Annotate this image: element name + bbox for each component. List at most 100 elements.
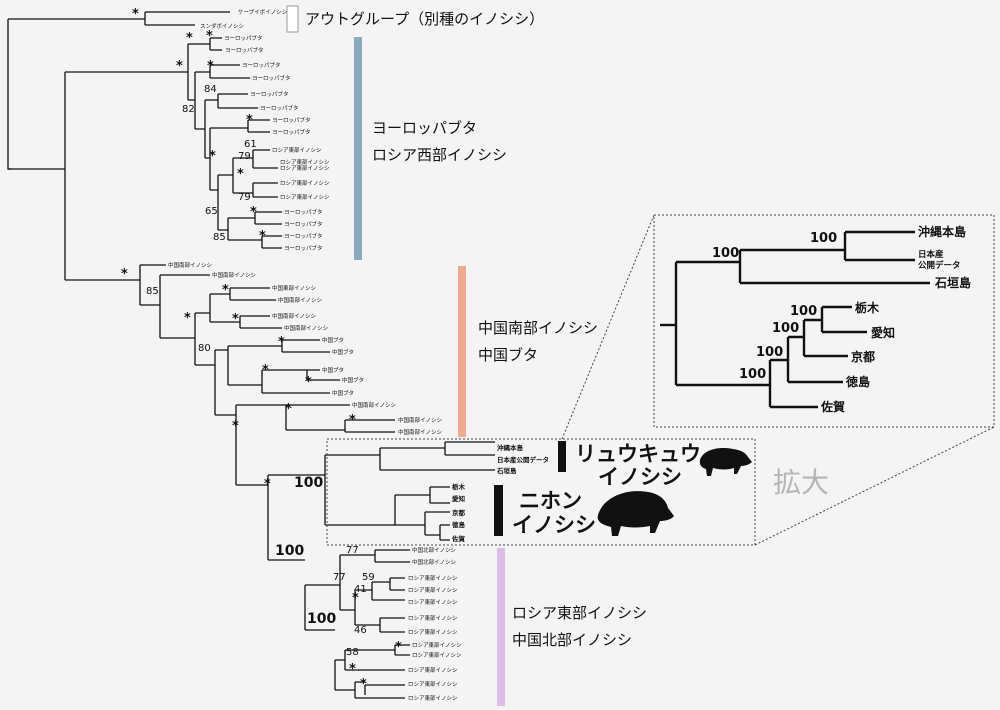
tip-label-china_south: 中国東部イノシシ — [272, 284, 316, 292]
tip-label-japan: 栃木 — [452, 482, 466, 491]
group-bar-ryukyu — [558, 441, 566, 472]
group-label-china-south: 中国ブタ — [478, 346, 538, 364]
tip-label-japan: 京都 — [452, 508, 466, 517]
support-star: * — [132, 7, 139, 22]
support-star: * — [209, 149, 216, 164]
tip-label-japan: 佐賀 — [451, 534, 466, 543]
zoom-tip-ishigaki: 石垣島 — [934, 275, 971, 290]
tip-label-europe: ヨーロッパブタ — [272, 116, 311, 124]
support-value: 84 — [204, 84, 217, 95]
zoom-support-value: 100 — [756, 345, 783, 360]
tip-label-europe: ヨーロッパブタ — [284, 208, 323, 216]
support-star: * — [237, 167, 244, 182]
support-stars: ************************* — [121, 7, 402, 692]
tip-label-europe: ヨーロッパブタ — [225, 46, 264, 54]
support-star: * — [349, 662, 356, 677]
group-bar-europe — [354, 37, 362, 260]
tip-label-europe: ヨーロッパブタ — [284, 244, 323, 252]
tip-label-china_south: 中国ブタ — [322, 336, 344, 344]
tip-label-russia_east: ロシア東部イノシシ — [412, 641, 462, 649]
zoom-support-value: 100 — [790, 304, 817, 319]
support-value: 85 — [146, 286, 159, 297]
support-star: * — [395, 640, 402, 655]
tip-label-china_south: 中国ブタ — [332, 348, 354, 356]
tip-label-europe: ロシア東部イノシシ — [280, 179, 330, 187]
tip-label-europe: ヨーロッパブタ — [260, 104, 299, 112]
tip-label-russia_east: 中国北部イノシシ — [412, 546, 456, 554]
group-label-ryukyu: イノシシ — [598, 465, 682, 489]
tip-label-russia_east: ロシア東部イノシシ — [408, 680, 458, 688]
tip-label-russia_east: ロシア東部イノシシ — [408, 694, 458, 702]
tip-label-china_south: 中国南部イノシシ — [284, 324, 328, 332]
tip-label-russia_east: 中国北部イノシシ — [412, 558, 456, 566]
tip-label-china_south: 中国南部イノシシ — [168, 261, 212, 269]
tip-label-russia_east: ロシア東部イノシシ — [408, 586, 458, 594]
tip-label-europe: ヨーロッパブタ — [272, 128, 311, 136]
support-star: * — [184, 311, 191, 326]
support-value: 100 — [275, 543, 304, 559]
tip-label-russia_east: ロシア東部イノシシ — [408, 614, 458, 622]
tip-label-japan: 日本産公開データ — [497, 455, 549, 464]
support-value: 100 — [294, 475, 323, 491]
support-value: 59 — [362, 572, 375, 583]
tip-label-europe: ロシア東部イノシシ — [280, 193, 330, 201]
tip-label-europe: ロシア東部イノシシ — [280, 158, 330, 166]
support-star: * — [349, 413, 356, 428]
tip-label-europe: ヨーロッパブタ — [284, 232, 323, 240]
support-star: * — [206, 29, 213, 44]
tip-label-china_south: 中国ブタ — [332, 389, 354, 397]
tip-label-china_south: 中国南部イノシシ — [398, 416, 442, 424]
support-value: 61 — [244, 139, 257, 150]
tip-label-china_south: 中国南部イノシシ — [272, 312, 316, 320]
support-star: * — [246, 113, 253, 128]
support-value: 41 — [354, 584, 367, 595]
tip-label-china_south: 中国南部イノシシ — [352, 401, 396, 409]
support-star: * — [222, 283, 229, 298]
tip-label-europe: ヨーロッパブタ — [242, 61, 281, 69]
support-star: * — [352, 591, 359, 606]
group-label-europe: ロシア西部イノシシ — [372, 146, 507, 164]
tree-branches — [7, 11, 495, 699]
zoom-tip-public-data: 公開データ — [918, 260, 961, 271]
zoom-support-value: 100 — [712, 246, 739, 261]
tip-label-japan: 愛知 — [452, 494, 466, 503]
support-star: * — [360, 677, 367, 692]
support-value: 100 — [307, 611, 336, 627]
group-bar-china-south — [458, 266, 466, 437]
outgroup-tip: スンダボイノシシ — [200, 22, 244, 30]
support-star: * — [262, 363, 269, 378]
group-label-russia-east: ロシア東部イノシシ — [512, 604, 647, 622]
tip-label-russia_east: ロシア東部イノシシ — [408, 598, 458, 606]
support-star: * — [264, 477, 271, 492]
zoom-connector — [326, 214, 995, 546]
support-star: * — [232, 419, 239, 434]
group-label-ryukyu: リュウキュウ — [575, 442, 701, 466]
zoom-tip-tokushima: 徳島 — [845, 374, 870, 389]
support-star: * — [176, 59, 183, 74]
zoom-tip-kyoto: 京都 — [851, 349, 875, 364]
support-value: 85 — [213, 232, 226, 243]
tip-labels: ヨーロッパブタヨーロッパブタヨーロッパブタヨーロッパブタヨーロッパブタヨーロッパ… — [168, 34, 549, 702]
zoom-title: 拡大 — [773, 466, 829, 499]
group-label-china-south: 中国南部イノシシ — [478, 319, 598, 337]
tip-label-china_south: 中国南部イノシシ — [398, 428, 442, 436]
support-star: * — [278, 335, 285, 350]
tip-label-china_south: 中国南部イノシシ — [212, 271, 256, 279]
zoom-support-value: 100 — [772, 321, 799, 336]
support-value: 58 — [346, 647, 359, 658]
tip-label-europe: ヨーロッパブタ — [250, 90, 289, 98]
support-value: 80 — [198, 343, 211, 354]
boar-silhouette-icon — [597, 491, 674, 536]
support-star: * — [186, 31, 193, 46]
tip-label-japan: 沖縄本島 — [497, 443, 524, 452]
group-label-europe: ヨーロッパブタ — [372, 119, 477, 137]
zoom-tip-tochigi: 栃木 — [855, 300, 880, 315]
zoom-tip-okinawa: 沖縄本島 — [918, 224, 966, 239]
tip-label-europe: ヨーロッパブタ — [252, 74, 291, 82]
support-star: * — [250, 205, 257, 220]
support-value: 79 — [238, 192, 251, 203]
group-bar-nihon — [494, 485, 503, 536]
support-value: 79 — [238, 151, 251, 162]
tip-label-japan: 徳島 — [451, 520, 466, 529]
support-value: 46 — [354, 625, 367, 636]
